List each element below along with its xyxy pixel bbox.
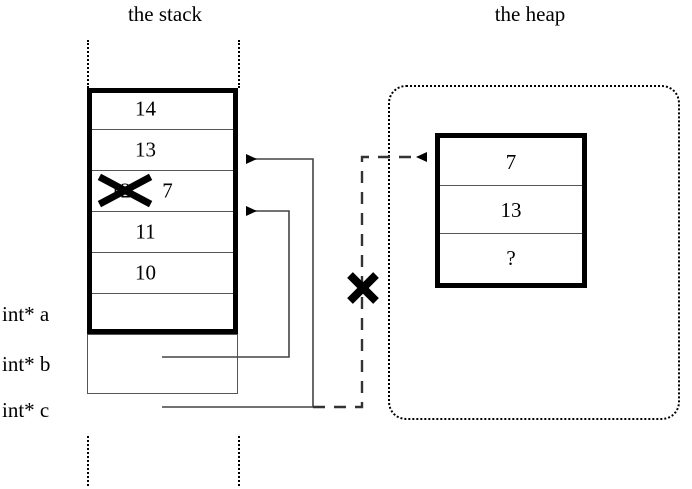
- stack-cell: 10: [87, 252, 238, 293]
- stack-pointer-cell-c: [87, 334, 238, 394]
- heap-cell: 13: [440, 186, 582, 234]
- struck-value: 12: [110, 178, 131, 203]
- stack-cell: 11: [87, 211, 238, 252]
- label-int-c: int* c: [2, 398, 50, 422]
- stack-cell-value: 10: [135, 260, 156, 285]
- label-int-a: int* a: [2, 302, 50, 326]
- stack-title: the stack: [127, 2, 203, 26]
- stack-cell-new-value: 7: [162, 178, 173, 203]
- heap-cell: ?: [506, 246, 516, 270]
- stack-right-guide-top: [238, 40, 240, 88]
- stack-cell-value: 14: [135, 96, 156, 121]
- stack-cell-modified: 12 7: [87, 170, 238, 211]
- invalidated-x-icon: [347, 272, 379, 304]
- stack-cell: 14: [87, 88, 238, 129]
- heap-cell: 7: [440, 138, 582, 186]
- stack-cell: 13: [87, 129, 238, 170]
- stack-cell-old-value: 12: [110, 178, 131, 203]
- stack-left-guide-top: [87, 40, 89, 88]
- stack-left-guide-bottom: [87, 436, 89, 486]
- heap-title: the heap: [494, 2, 566, 26]
- stack-cell-value: 13: [135, 137, 156, 162]
- stack-cells: 14 13 12 7 11 10: [87, 88, 238, 394]
- stack-right-guide-bottom: [238, 436, 240, 486]
- heap-array: 7 13 ?: [435, 133, 587, 288]
- stack-cell-old-value-wrapper: 12 7: [88, 178, 237, 203]
- stack-cell-value: 11: [135, 219, 156, 244]
- stack-pointer-cell-b: [87, 293, 238, 334]
- label-int-b: int* b: [2, 352, 51, 376]
